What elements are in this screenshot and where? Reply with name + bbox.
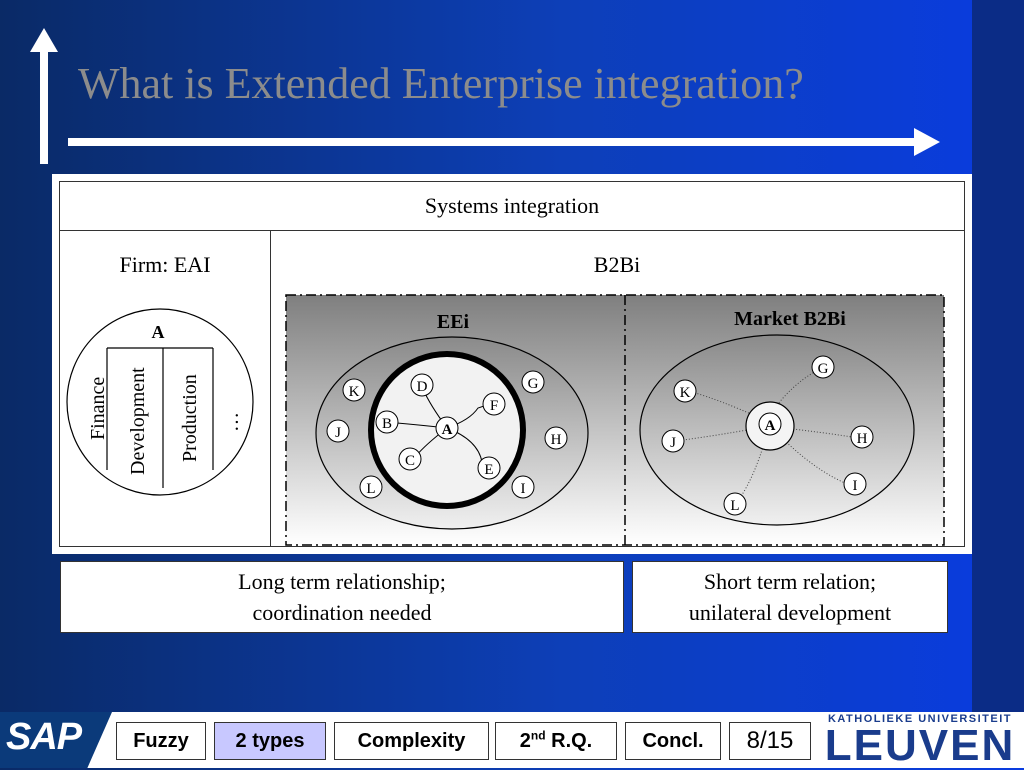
eei-node-g: G — [521, 370, 545, 394]
svg-text:L: L — [366, 481, 375, 497]
nav-2-types[interactable]: 2 types — [214, 722, 326, 760]
table-frame: Systems integration Firm: EAI B2Bi — [59, 181, 965, 547]
svg-text:C: C — [405, 453, 415, 469]
nav-complexity[interactable]: Complexity — [334, 722, 489, 760]
slide-title: What is Extended Enterprise integration? — [78, 59, 804, 108]
svg-text:K: K — [349, 384, 360, 400]
systems-integration-header: Systems integration — [60, 182, 964, 231]
nav-fuzzy[interactable]: Fuzzy — [116, 722, 206, 760]
firm-eai-label: Firm: EAI — [119, 252, 211, 277]
caption-right-line2: unilateral development — [688, 600, 892, 625]
nav-rq-superscript: nd — [530, 728, 546, 743]
nav-rq-text: R.Q. — [545, 730, 593, 752]
caption-left-line1: Long term relationship; — [238, 569, 446, 594]
eei-node-d: D — [410, 373, 434, 397]
svg-text:I: I — [853, 478, 858, 494]
nav-2nd-rq[interactable]: 2nd R.Q. — [495, 722, 617, 760]
market-b2bi-diagram: Market B2Bi A G K J H I L — [639, 308, 915, 526]
eei-node-b: B — [375, 410, 399, 434]
market-node-k: K — [673, 379, 697, 403]
market-node-l: L — [723, 492, 747, 516]
caption-right-line1: Short term relation; — [703, 569, 877, 594]
caption-long-term: Long term relationship; coordination nee… — [60, 561, 624, 633]
up-arrow-head — [30, 28, 58, 52]
eai-firm-circle: A Finance Development Production … — [66, 308, 254, 496]
svg-text:L: L — [730, 498, 739, 514]
dept-ellipsis: … — [221, 412, 243, 432]
market-node-h: H — [850, 425, 874, 449]
svg-text:J: J — [335, 425, 341, 441]
market-node-j: J — [661, 429, 685, 453]
svg-text:H: H — [551, 432, 562, 448]
svg-text:D: D — [417, 379, 428, 395]
university-name-top: KATHOLIEKE UNIVERSITEIT — [827, 713, 1013, 725]
eei-diagram: EEi A D F B C E K G J H L — [315, 311, 589, 530]
sap-logo-text: SAP — [6, 716, 82, 758]
eei-node-f: F — [482, 392, 506, 416]
eei-node-l: L — [359, 475, 383, 499]
eei-node-e: E — [477, 456, 501, 480]
svg-text:B: B — [382, 416, 392, 432]
svg-text:F: F — [490, 398, 498, 414]
dept-production: Production — [179, 374, 201, 462]
svg-text:A: A — [765, 418, 776, 434]
market-node-g: G — [811, 355, 835, 379]
eei-node-c: C — [398, 447, 422, 471]
right-edge-strip — [972, 0, 1024, 768]
svg-text:G: G — [528, 376, 539, 392]
nav-rq-number: 2 — [519, 730, 531, 752]
column-divider — [270, 230, 271, 546]
svg-text:K: K — [680, 385, 691, 401]
caption-left-line2: coordination needed — [252, 600, 432, 625]
svg-text:A: A — [442, 422, 453, 438]
eei-node-k: K — [342, 378, 366, 402]
eei-node-j: J — [326, 419, 350, 443]
svg-text:G: G — [818, 361, 829, 377]
dept-finance: Finance — [87, 377, 109, 440]
university-logo-leuven: LEUVEN — [824, 721, 1016, 770]
eei-node-a: A — [435, 416, 459, 440]
caption-short-term: Short term relation; unilateral developm… — [632, 561, 948, 633]
market-title: Market B2Bi — [734, 308, 846, 330]
dept-development: Development — [127, 367, 149, 475]
eei-node-i: I — [511, 475, 535, 499]
axis-arrows — [30, 28, 940, 164]
eei-node-h: H — [544, 426, 568, 450]
eai-node-a: A — [152, 322, 165, 342]
nav-concl[interactable]: Concl. — [625, 722, 721, 760]
svg-text:E: E — [484, 462, 493, 478]
svg-text:J: J — [670, 435, 676, 451]
market-node-i: I — [843, 472, 867, 496]
eei-title: EEi — [437, 311, 470, 333]
svg-text:I: I — [521, 481, 526, 497]
page-number: 8/15 — [729, 722, 811, 760]
right-arrow-head — [914, 128, 940, 156]
b2bi-label: B2Bi — [593, 252, 641, 277]
svg-text:H: H — [857, 431, 868, 447]
market-node-a: A — [758, 412, 782, 436]
